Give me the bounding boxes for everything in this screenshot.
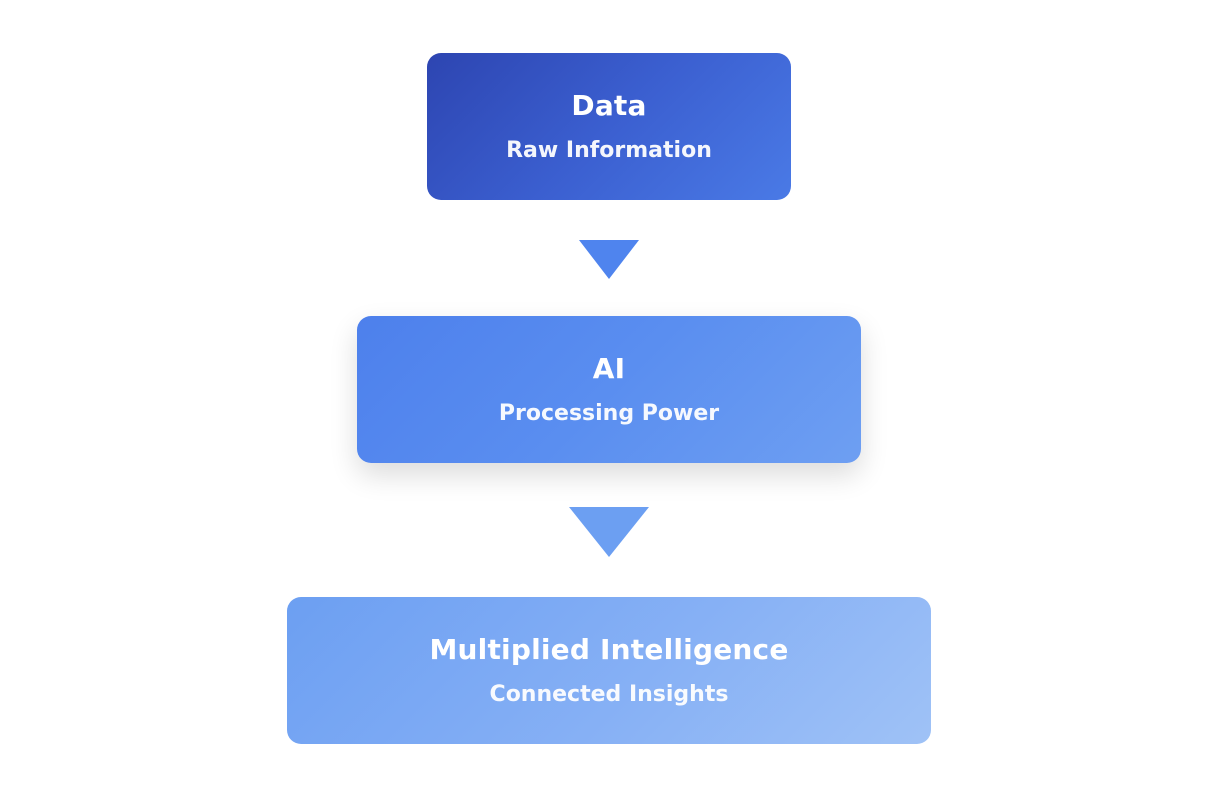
intelligence-step-subtitle: Connected Insights (489, 681, 729, 707)
down-arrow-icon (579, 240, 639, 279)
data-step-box: Data Raw Information (427, 53, 791, 200)
intelligence-step-title: Multiplied Intelligence (429, 632, 789, 666)
data-step-subtitle: Raw Information (506, 137, 712, 163)
down-arrow-icon (569, 507, 649, 557)
ai-step-title: AI (592, 351, 626, 385)
ai-step-box: AI Processing Power (357, 316, 861, 463)
ai-step-subtitle: Processing Power (498, 400, 720, 426)
intelligence-step-box: Multiplied Intelligence Connected Insigh… (287, 597, 931, 744)
data-step-title: Data (571, 88, 647, 122)
